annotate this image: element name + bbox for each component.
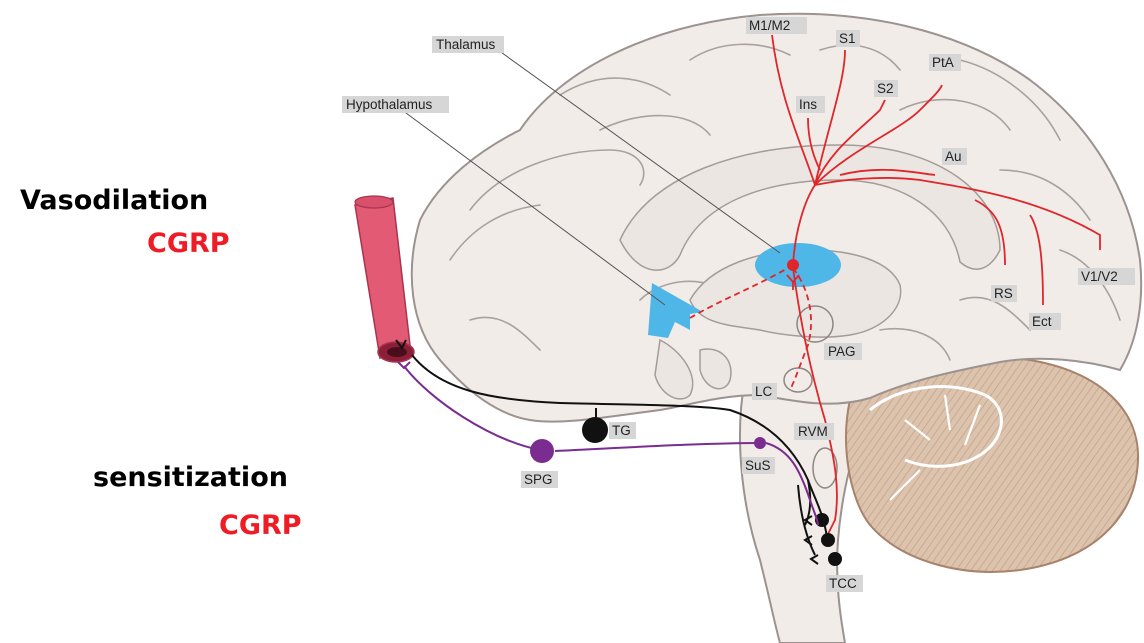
svg-text:Thalamus: Thalamus [436,37,496,52]
blood-vessel [355,196,414,362]
svg-text:SPG: SPG [524,472,553,487]
label-s2: S2 [874,80,898,97]
label-thalamus: Thalamus [432,36,504,53]
label-pag: PAG [824,343,862,360]
label-lc: LC [752,383,777,400]
label-spg: SPG [521,471,558,488]
svg-text:Au: Au [945,149,962,164]
label-pta: PtA [929,54,961,71]
svg-text:V1/V2: V1/V2 [1081,269,1118,284]
tg-ganglion [582,417,608,443]
svg-text:Hypothalamus: Hypothalamus [346,97,433,112]
label-m1m2: M1/M2 [746,17,807,34]
sus-nucleus [754,437,766,449]
svg-text:S2: S2 [877,81,894,96]
svg-text:Ect: Ect [1032,314,1052,329]
svg-text:Ins: Ins [799,97,817,112]
svg-text:PtA: PtA [932,55,954,70]
svg-text:RVM: RVM [798,424,828,439]
svg-text:SuS: SuS [745,458,771,473]
label-sus: SuS [742,457,775,474]
label-v1v2: V1/V2 [1078,268,1135,285]
svg-text:LC: LC [755,384,773,399]
svg-text:TCC: TCC [829,576,857,591]
label-au: Au [942,148,967,165]
svg-text:M1/M2: M1/M2 [749,18,790,33]
label-tg: TG [609,422,636,439]
spg-ganglion [530,439,554,463]
label-ins: Ins [796,96,825,113]
svg-text:RS: RS [994,286,1013,301]
label-rvm: RVM [794,423,834,440]
label-s1: S1 [836,30,860,47]
label-ect: Ect [1029,313,1061,330]
svg-text:S1: S1 [839,31,856,46]
label-tcc: TCC [826,575,863,592]
svg-text:TG: TG [612,423,631,438]
svg-text:PAG: PAG [828,344,856,359]
label-rs: RS [991,285,1017,302]
label-hypothalamus: Hypothalamus [342,96,449,113]
